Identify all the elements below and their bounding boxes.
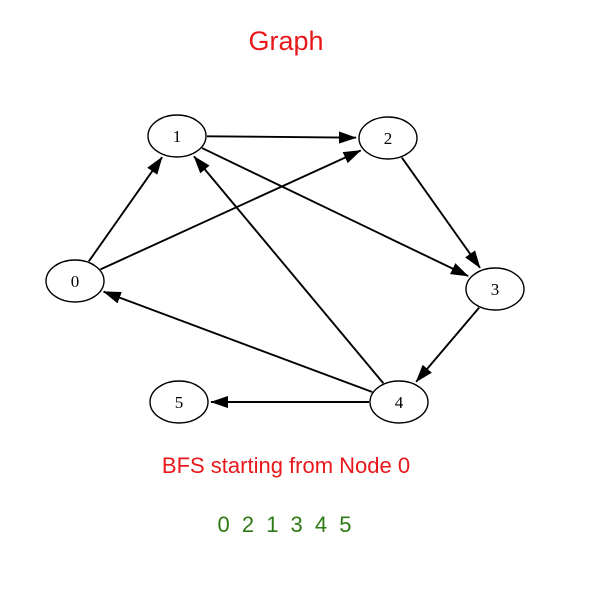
node-circle-2 [358, 116, 418, 160]
node-label-3: 3 [491, 280, 500, 299]
graph-edge-3-to-4 [415, 307, 480, 383]
graph-node-0: 0 [45, 259, 105, 303]
graph-edge-4-to-1 [193, 155, 385, 384]
node-circle-4 [369, 380, 429, 424]
node-circle-5 [149, 380, 209, 424]
graph-edge-0-to-1 [87, 156, 163, 262]
node-circle-0 [45, 259, 105, 303]
graph-edge-2-to-3 [401, 156, 481, 269]
node-label-4: 4 [395, 393, 404, 412]
node-label-2: 2 [384, 129, 393, 148]
graph-node-1: 1 [147, 114, 207, 158]
node-circle-3 [465, 267, 525, 311]
graph-edge-4-to-0 [102, 290, 373, 393]
node-circle-1 [147, 114, 207, 158]
graph-node-3: 3 [465, 267, 525, 311]
graph-node-2: 2 [358, 116, 418, 160]
bfs-caption: BFS starting from Node 0 [162, 453, 410, 478]
graph-node-5: 5 [149, 380, 209, 424]
graph-edge-1-to-2 [206, 131, 357, 144]
node-label-5: 5 [175, 393, 184, 412]
node-label-1: 1 [173, 127, 182, 146]
graph-edge-0-to-2 [100, 149, 362, 271]
graph-edge-1-to-3 [201, 147, 469, 277]
nodes-layer: 0 1 2 3 4 5 [45, 114, 525, 424]
edges-layer [87, 131, 481, 409]
graph-node-4: 4 [369, 380, 429, 424]
figure-title: Graph [248, 26, 323, 56]
node-label-0: 0 [71, 272, 80, 291]
bfs-order-text: 0 2 1 3 4 5 [218, 512, 355, 537]
